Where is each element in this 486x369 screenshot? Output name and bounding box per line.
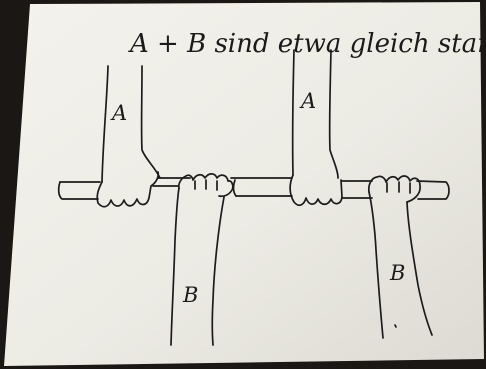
lower-right-arm-b: B xyxy=(367,175,433,339)
lower-left-arm-b: B xyxy=(170,173,234,346)
horizontal-bar xyxy=(57,177,450,200)
label-a-right: A xyxy=(299,89,316,113)
caption-text: A + B sind etwa gleich stark xyxy=(128,29,486,59)
label-b-right: B xyxy=(389,261,405,285)
label-b-left: B xyxy=(182,283,198,307)
upper-right-arm-a: A xyxy=(289,49,343,207)
upper-left-arm-a: A xyxy=(96,65,161,208)
paper-sheet xyxy=(4,2,484,366)
label-a-left: A xyxy=(110,101,127,125)
